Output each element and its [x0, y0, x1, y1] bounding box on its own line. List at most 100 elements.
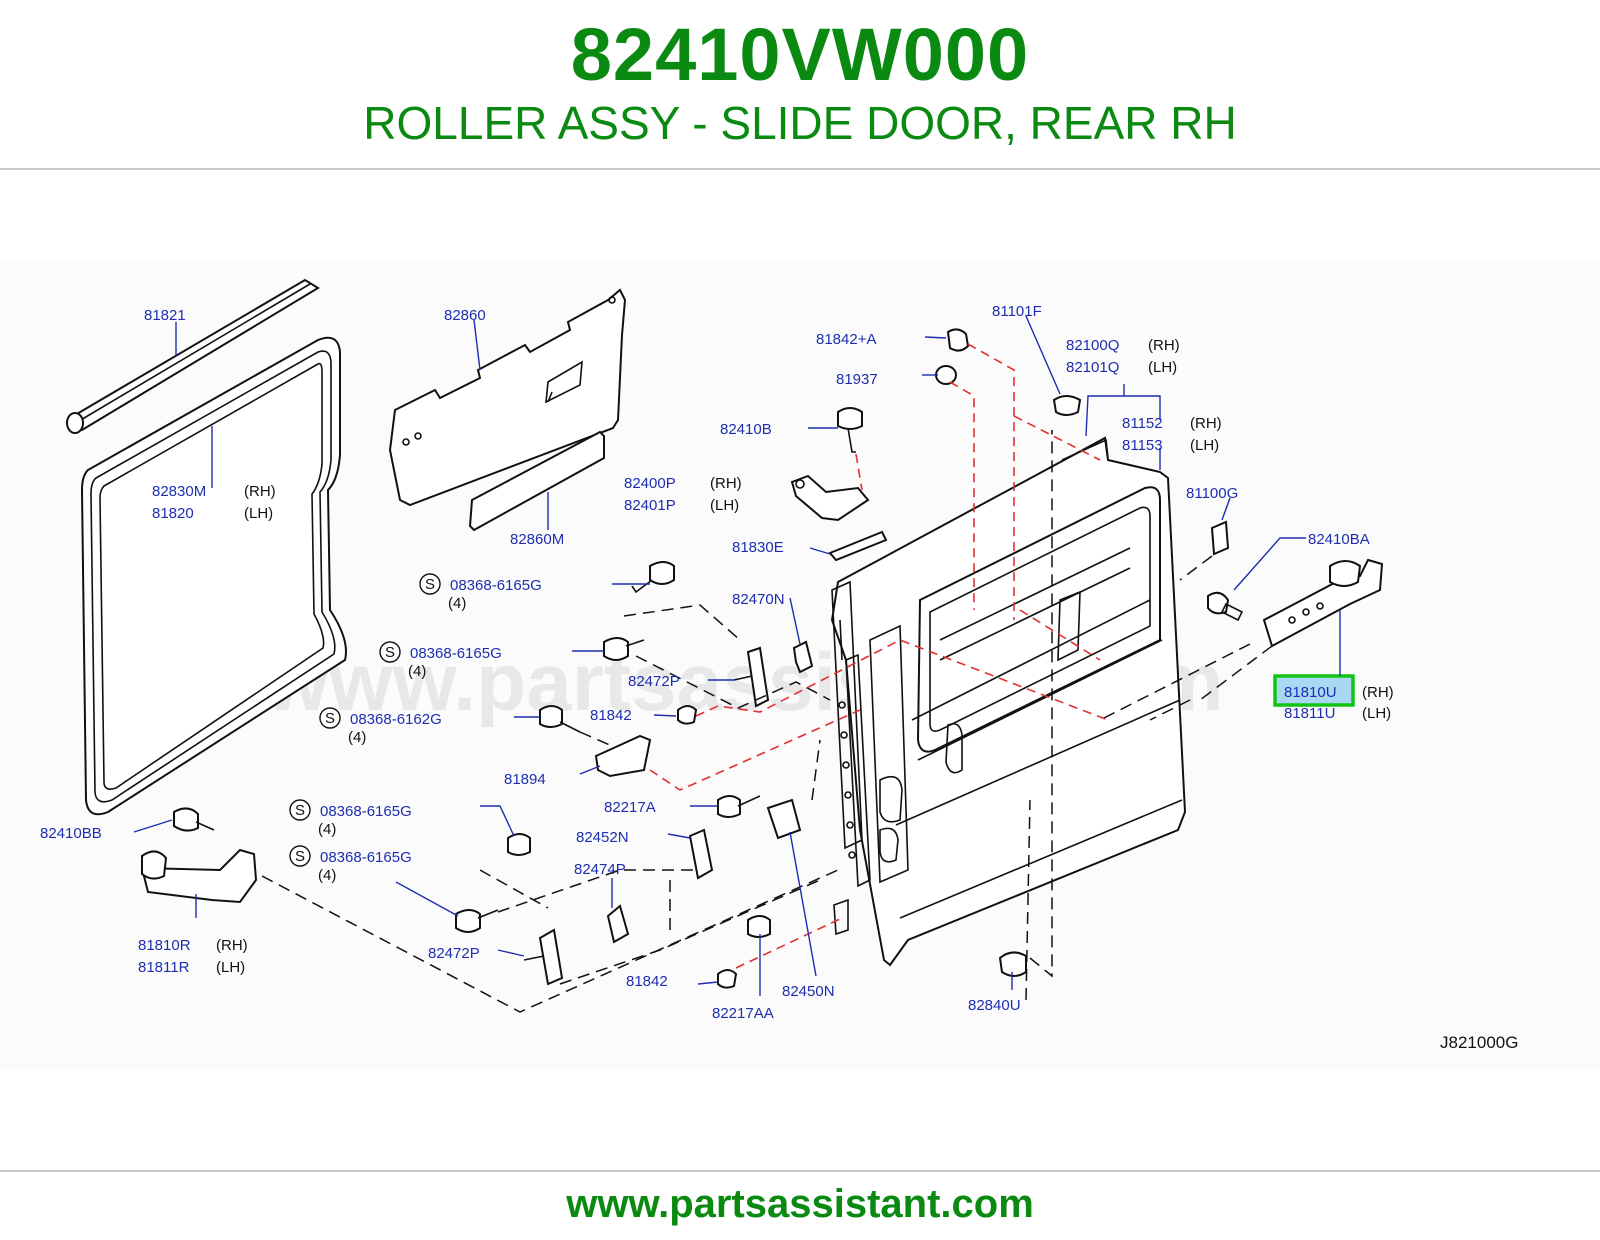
label-82860M[interactable]: 82860M	[510, 531, 564, 548]
bolt-callout-s3: S 08368-6162G (4)	[319, 707, 442, 746]
label-81937[interactable]: 81937	[836, 371, 878, 388]
plate-81830E[interactable]	[828, 530, 888, 562]
label-82830M[interactable]: 82830M	[152, 483, 206, 500]
stopper-81894[interactable]	[594, 734, 652, 778]
weatherstrip-81821[interactable]	[66, 278, 320, 434]
label-s2-qty: (4)	[408, 663, 426, 680]
bracket-82470N[interactable]	[792, 640, 814, 674]
label-s4-qty: (4)	[318, 821, 336, 838]
s-mark: S	[325, 710, 335, 727]
label-82400P-side: (RH)	[710, 475, 742, 492]
label-81152-side: (RH)	[1190, 415, 1222, 432]
diagram-code: J821000G	[1440, 1033, 1518, 1052]
label-82101Q[interactable]: 82101Q	[1066, 359, 1119, 376]
bolt-s4[interactable]	[507, 833, 531, 856]
label-81810R[interactable]: 81810R	[138, 937, 191, 954]
label-81811U[interactable]: 81811U	[1284, 705, 1335, 722]
header-divider	[0, 168, 1600, 170]
trim-seal-82860M[interactable]	[468, 430, 605, 532]
label-82474P[interactable]: 82474P	[574, 861, 626, 878]
bumper-81842-lower[interactable]	[717, 969, 738, 989]
bolt-s5[interactable]	[455, 909, 499, 933]
footer-url[interactable]: www.partsassistant.com	[566, 1182, 1034, 1226]
label-82410BA[interactable]: 82410BA	[1308, 531, 1370, 548]
bolt-callout-s2: S 08368-6165G (4)	[379, 641, 502, 680]
slide-door-panel[interactable]	[830, 436, 1187, 967]
label-82452N[interactable]: 82452N	[576, 829, 629, 846]
label-82401P-side: (LH)	[710, 497, 739, 514]
label-s2[interactable]: 08368-6165G	[410, 645, 502, 662]
label-s3[interactable]: 08368-6162G	[350, 711, 442, 728]
label-81811R[interactable]: 81811R	[138, 959, 190, 976]
label-81101F[interactable]: 81101F	[992, 303, 1042, 320]
bolt-82217A[interactable]	[717, 795, 761, 818]
bolt-82217AA[interactable]	[747, 915, 771, 938]
label-82400P[interactable]: 82400P	[624, 475, 676, 492]
bumper-81842A[interactable]	[924, 328, 970, 352]
label-82472P-lower[interactable]: 82472P	[428, 945, 480, 962]
red-reference-lines	[649, 343, 1109, 969]
bracket-82450N[interactable]	[766, 798, 802, 840]
footer-divider	[0, 1170, 1600, 1172]
s-mark: S	[425, 576, 435, 593]
parts-diagram: www.partsassistant.com	[40, 278, 1518, 1052]
bolt-s1[interactable]	[631, 561, 675, 594]
trim-board-82860[interactable]	[388, 288, 627, 507]
leader-lines	[133, 315, 1341, 996]
label-82410B[interactable]: 82410B	[720, 421, 772, 438]
label-81820[interactable]: 81820	[152, 505, 194, 522]
part-number-title: 82410VW000	[570, 13, 1030, 96]
label-82100Q[interactable]: 82100Q	[1066, 337, 1119, 354]
label-82840U[interactable]: 82840U	[968, 997, 1021, 1014]
part-description: ROLLER ASSY - SLIDE DOOR, REAR RH	[363, 97, 1237, 149]
s-mark: S	[385, 644, 395, 661]
parts-diagram-area: www.partsassistant.com	[0, 260, 1600, 1070]
seal-81100G[interactable]	[1210, 520, 1230, 556]
bracket-82452N[interactable]	[688, 828, 714, 880]
latch-82472P-lower[interactable]	[523, 928, 564, 986]
cap-81101F[interactable]	[1052, 395, 1082, 416]
label-81820-side: (LH)	[244, 505, 273, 522]
label-81152[interactable]: 81152	[1122, 415, 1163, 432]
weatherstrip-frame-82830M[interactable]	[80, 336, 347, 816]
label-81811U-side: (LH)	[1362, 705, 1391, 722]
label-82860[interactable]: 82860	[444, 307, 486, 324]
label-s5-qty: (4)	[318, 867, 336, 884]
label-81842A[interactable]: 81842+A	[816, 331, 876, 348]
label-82100Q-side: (RH)	[1148, 337, 1180, 354]
highlighted-part-box	[1273, 674, 1355, 707]
label-81153-side: (LH)	[1190, 437, 1219, 454]
label-82401P[interactable]: 82401P	[624, 497, 676, 514]
bolt-s3[interactable]	[539, 705, 581, 733]
label-82470N[interactable]: 82470N	[732, 591, 785, 608]
label-82450N[interactable]: 82450N	[782, 983, 835, 1000]
bolt-callout-s4: S 08368-6165G (4)	[289, 799, 412, 838]
label-s5[interactable]: 08368-6165G	[320, 849, 412, 866]
rear-roller-82410BA[interactable]	[1207, 558, 1384, 648]
label-81842-upper[interactable]: 81842	[590, 707, 632, 724]
label-81830E[interactable]: 81830E	[732, 539, 784, 556]
label-81810U[interactable]: 81810U	[1284, 684, 1337, 701]
label-81821[interactable]: 81821	[144, 307, 186, 324]
label-81153[interactable]: 81153	[1122, 437, 1163, 454]
label-82217AA[interactable]: 82217AA	[712, 1005, 774, 1022]
latch-82472P-upper[interactable]	[733, 646, 770, 708]
bumper-81842-upper[interactable]	[677, 705, 698, 725]
bolt-82410B[interactable]	[837, 407, 863, 453]
label-81894[interactable]: 81894	[504, 771, 546, 788]
label-82101Q-side: (LH)	[1148, 359, 1177, 376]
label-82217A[interactable]: 82217A	[604, 799, 656, 816]
bracket-82474P[interactable]	[606, 904, 630, 944]
label-82472P-upper[interactable]: 82472P	[628, 673, 680, 690]
lower-roller-82410BB[interactable]	[140, 807, 258, 904]
label-82410BB[interactable]: 82410BB	[40, 825, 102, 842]
label-s4[interactable]: 08368-6165G	[320, 803, 412, 820]
bolt-s2[interactable]	[603, 637, 645, 661]
bracket-82400P[interactable]	[790, 474, 870, 522]
label-s1[interactable]: 08368-6165G	[450, 577, 542, 594]
page-header: 82410VW000 ROLLER ASSY - SLIDE DOOR, REA…	[0, 0, 1600, 170]
grommet-81937[interactable]	[935, 365, 957, 385]
label-81842-lower[interactable]: 81842	[626, 973, 668, 990]
label-81100G[interactable]: 81100G	[1186, 485, 1238, 502]
cover-82840U[interactable]	[998, 951, 1027, 977]
